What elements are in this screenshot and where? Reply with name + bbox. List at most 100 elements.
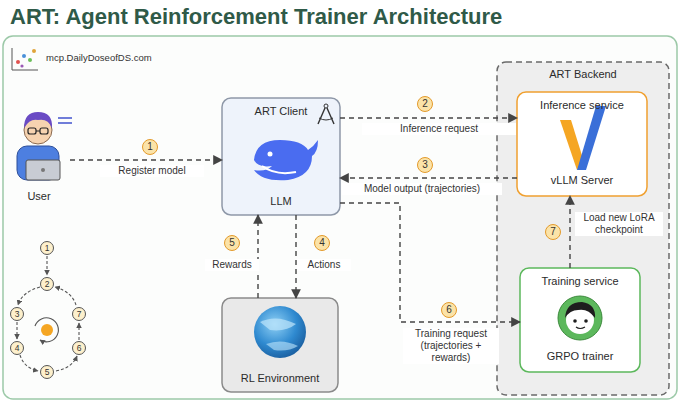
edge-label: Actions — [297, 259, 351, 271]
node-heading: Inference service — [540, 99, 624, 111]
node-heading: Training service — [541, 275, 618, 287]
flow-arrow — [257, 215, 258, 298]
backend-group-outline — [497, 62, 669, 395]
globe — [254, 306, 306, 358]
service-box: Training serviceGRPO trainer — [520, 268, 640, 372]
whale-belly — [262, 166, 296, 173]
cycle-step-number: 2 — [40, 277, 54, 291]
speech-line — [58, 117, 72, 119]
grpo-hair — [565, 302, 595, 318]
actor-node: User — [8, 100, 70, 204]
flow-arrow — [70, 159, 222, 160]
callout-number: 5 — [224, 235, 240, 251]
environment-box-outline — [222, 298, 338, 392]
grpo-mouth — [576, 327, 585, 329]
chart-dot — [22, 54, 26, 58]
cycle-step-number: 4 — [10, 341, 24, 355]
cycle-arrow — [46, 256, 47, 275]
cycle-arrow — [20, 355, 38, 371]
laptop — [26, 160, 60, 180]
flow-arrow — [295, 215, 296, 298]
grpo-eye — [573, 319, 577, 323]
flow-arrow — [569, 196, 570, 268]
cycle-arrow — [18, 287, 40, 305]
grpo-logo — [558, 296, 602, 340]
node-label: ART Backend — [549, 68, 616, 80]
cycle-center-dot — [41, 324, 53, 336]
edge-label: Load new LoRA checkpoint — [575, 212, 663, 236]
service-box: Inference service vLLM Server — [517, 92, 647, 196]
callout-number: 3 — [417, 157, 433, 173]
user-glasses — [28, 128, 36, 134]
environment-box: RL Environment — [222, 298, 338, 392]
globe-cloud — [260, 318, 296, 330]
callout-number: 6 — [441, 302, 457, 318]
whale-logo — [254, 140, 318, 180]
cycle-arrow — [16, 322, 17, 339]
node-heading: ART Client — [255, 105, 308, 117]
cycle-step-number: 1 — [40, 241, 54, 255]
chart-dot — [32, 49, 36, 53]
flow-arrow — [340, 177, 517, 178]
user-figure — [17, 112, 72, 180]
grpo-badge — [558, 296, 602, 340]
logo-icon — [12, 48, 38, 70]
compass-leg — [327, 108, 334, 124]
compass-leg — [318, 108, 325, 124]
cycle-arrow — [78, 323, 79, 340]
cycle-arrow — [55, 287, 76, 305]
edge-label: Training request (trajectories + rewards… — [403, 328, 499, 364]
user-glasses — [40, 128, 48, 134]
whale-body — [254, 140, 318, 180]
node-label: GRPO trainer — [547, 350, 614, 362]
compass-icon — [318, 104, 334, 124]
client-box-outline — [222, 98, 340, 215]
speech-line — [58, 122, 72, 124]
chart-dot — [28, 58, 32, 62]
compass-hinge — [324, 104, 328, 108]
user-glasses — [36, 131, 40, 132]
cycle-step-number: 7 — [72, 307, 86, 321]
globe-icon — [254, 306, 306, 358]
client-box: ART ClientLLM — [222, 98, 340, 215]
callout-number: 4 — [314, 235, 330, 251]
user-hair — [24, 112, 52, 128]
edge-label: Rewards — [205, 259, 259, 271]
cycle-figure — [17, 256, 79, 371]
globe-cloud — [266, 341, 298, 350]
vllm-logo — [560, 106, 606, 170]
chart-dot — [20, 64, 23, 67]
cycle-loop — [35, 318, 58, 342]
axis-line — [12, 48, 13, 70]
diagram-title: ART: Agent Reinforcement Trainer Archite… — [10, 4, 502, 30]
flow-arrow — [340, 117, 517, 118]
edge-label: Register model — [100, 165, 204, 177]
callout-number: 2 — [417, 96, 433, 112]
cycle-step-number: 3 — [10, 307, 24, 321]
service-box-outline — [517, 92, 647, 196]
whale-eye — [268, 152, 273, 157]
page-frame — [3, 36, 677, 399]
node-label: User — [27, 190, 50, 202]
compass-arc — [319, 118, 333, 120]
callout-number: 1 — [142, 139, 158, 155]
node-label: RL Environment — [241, 372, 319, 384]
cycle-step-number: 6 — [72, 341, 86, 355]
laptop-logo — [41, 168, 45, 172]
cycle-step-number: 5 — [40, 365, 54, 379]
watermark: mcp.DailyDoseofDS.com — [46, 52, 152, 63]
chart-dot — [16, 60, 20, 64]
callout-number: 7 — [545, 224, 561, 240]
grpo-eye — [584, 319, 588, 323]
edge-label: Model output (trajectories) — [342, 183, 502, 195]
node-label: vLLM Server — [551, 174, 613, 186]
flow-arrow — [340, 203, 520, 322]
user-body — [17, 146, 59, 180]
vllm-right-stroke — [577, 106, 606, 170]
service-box-outline — [520, 268, 640, 372]
node-label: LLM — [270, 195, 291, 207]
axis-line — [12, 70, 38, 71]
edge-label: Inference request — [362, 123, 516, 135]
cycle-arrow — [56, 356, 77, 371]
